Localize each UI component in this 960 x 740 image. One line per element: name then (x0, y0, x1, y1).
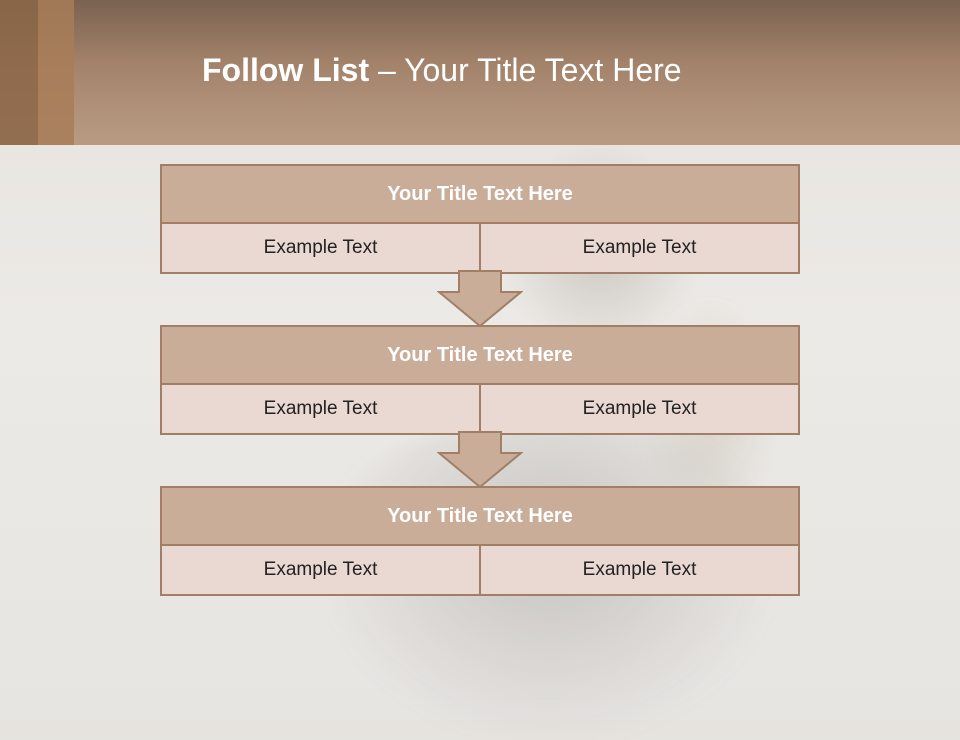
list-block-title: Your Title Text Here (162, 166, 798, 224)
list-block-cell-right: Example Text (479, 546, 798, 594)
slide-header: Follow List – Your Title Text Here (0, 0, 960, 145)
down-arrow-icon (437, 431, 523, 489)
list-block-row: Example Text Example Text (162, 385, 798, 433)
list-block-row: Example Text Example Text (162, 546, 798, 594)
list-block-cell-left: Example Text (162, 385, 479, 433)
list-block-2: Your Title Text Here Example Text Exampl… (160, 325, 800, 435)
slide-title-bold: Follow List (202, 52, 370, 88)
slide-title-rest: – Your Title Text Here (369, 52, 682, 88)
list-block-1: Your Title Text Here Example Text Exampl… (160, 164, 800, 274)
down-arrow-icon (437, 270, 523, 328)
list-block-cell-right: Example Text (479, 385, 798, 433)
list-block-cell-left: Example Text (162, 224, 479, 272)
header-accent-bar-dark (0, 0, 38, 145)
list-block-title: Your Title Text Here (162, 327, 798, 385)
slide-title: Follow List – Your Title Text Here (202, 52, 682, 89)
list-block-cell-right: Example Text (479, 224, 798, 272)
list-block-title: Your Title Text Here (162, 488, 798, 546)
list-block-row: Example Text Example Text (162, 224, 798, 272)
header-accent-bar-light (38, 0, 74, 145)
list-block-cell-left: Example Text (162, 546, 479, 594)
list-block-3: Your Title Text Here Example Text Exampl… (160, 486, 800, 596)
